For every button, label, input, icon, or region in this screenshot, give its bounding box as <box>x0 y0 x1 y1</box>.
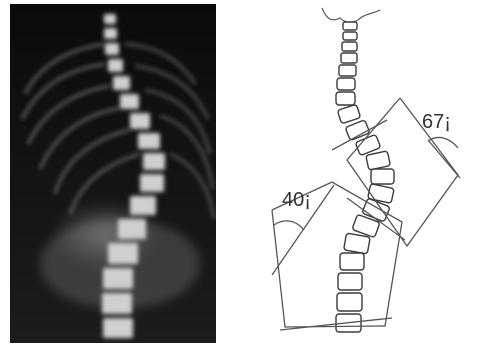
xray-image <box>10 4 216 343</box>
vertebrae <box>336 22 394 332</box>
upper-angle-arc <box>428 137 458 148</box>
spine-schematic: 67¡ 40¡ <box>232 0 481 349</box>
lower-angle-label: 40¡ <box>282 189 311 211</box>
skull-base-outline <box>322 8 380 22</box>
upper-angle-label: 67¡ <box>422 111 451 133</box>
lower-angle-arc <box>274 221 304 230</box>
